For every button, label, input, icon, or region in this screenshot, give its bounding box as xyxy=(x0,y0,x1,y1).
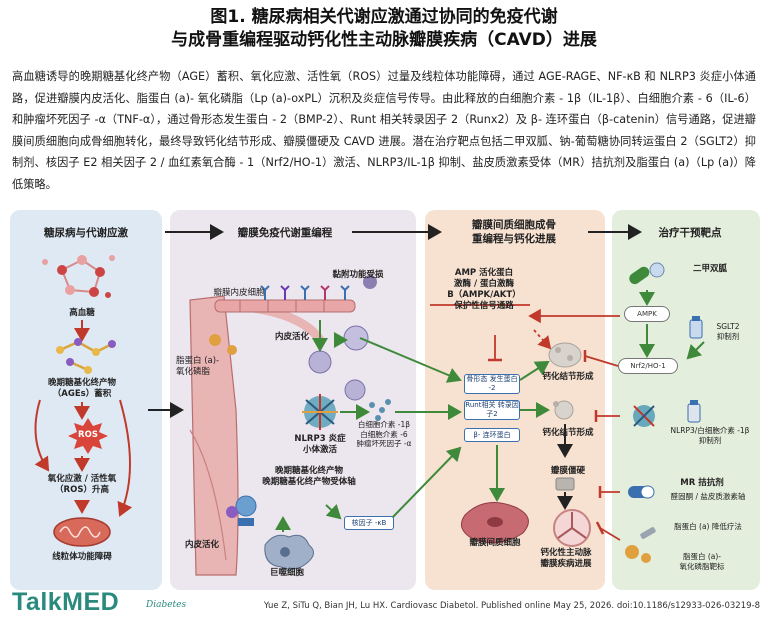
label-nlrp3-inhibitor: NLRP3/白细胞介素 -1β 抑制剂 xyxy=(670,426,750,445)
ros-burst-icon xyxy=(68,418,108,454)
ampk-box: AMPK xyxy=(624,306,670,322)
citation: Yue Z, SiTu Q, Bian JH, Lu HX. Cardiovas… xyxy=(263,601,760,611)
label-age-rage-axis: 晚期糖基化终产物 晚期糖基化终产物受体轴 xyxy=(262,466,356,487)
label-aldosterone-axis: 醛固酮 / 盐皮质激素轴 xyxy=(670,492,746,501)
interstitial-cell-icon xyxy=(460,502,529,544)
label-ampk-akt: AMP 活化蛋白 激酶 / 蛋白激酶 B（AMPK/AKT） 保护性信号通路 xyxy=(447,268,521,311)
panel4-title: 治疗干预靶点 xyxy=(658,227,722,239)
label-lpa-oxpl: 脂蛋白 (a)- 氧化磷脂 xyxy=(176,356,220,377)
label-cavd-progression: 钙化性主动脉 瓣膜疾病进展 xyxy=(540,548,592,569)
lpa-particle-icon xyxy=(209,334,221,346)
label-ages: 晚期糖基化终产物 （AGEs）蓄积 xyxy=(47,378,116,399)
panel1-title: 糖尿病与代谢应激 xyxy=(44,227,128,239)
label-endothelial-cells: 瓣膜内皮细胞 xyxy=(213,288,265,298)
ros-badge: ROS xyxy=(78,430,98,440)
adhesion-molecules-icon xyxy=(260,285,350,300)
injection-vial-icon xyxy=(687,400,701,423)
figure-summary: 高血糖诱导的晚期糖基化终产物（AGE）蓄积、氧化应激、活性氧（ROS）过量及线粒… xyxy=(12,70,756,191)
label-endothelial-activation: 内皮活化 xyxy=(274,332,309,342)
monocyte-icon xyxy=(363,275,377,289)
nfkb-box: 核因子 -κB xyxy=(344,516,394,530)
calcified-nodule-icon xyxy=(548,342,582,368)
label-lpa-lowering: 脂蛋白 (a) 降低疗法 xyxy=(674,522,742,531)
ages-molecule-icon xyxy=(56,338,116,374)
endothelial-layer-icon xyxy=(214,299,356,313)
label-valve-stiffness: 瓣膜僵硬 xyxy=(550,466,585,476)
label-mitochondrial-dysfunction: 线粒体功能障碍 xyxy=(52,552,112,562)
runx2-box: Runt相关 转录因子2 xyxy=(464,400,520,420)
aortic-valve-icon xyxy=(553,509,591,547)
label-metformin: 二甲双胍 xyxy=(692,264,727,274)
nlrp3-inhibitor-icon xyxy=(633,405,655,427)
metformin-capsule-icon xyxy=(629,262,665,285)
rage-receptor-icon xyxy=(226,495,257,526)
nlrp3-inflammasome-icon xyxy=(302,394,338,430)
label-mr-antagonist: MR 拮抗剂 xyxy=(680,478,724,488)
talkmed-logo: TalkMED xyxy=(12,588,120,616)
sglt2-vial-icon xyxy=(689,316,703,339)
label-vic: 瓣膜间质细胞 xyxy=(469,538,521,548)
immune-cell-icon xyxy=(308,350,332,374)
bmp2-box: 骨形态 发生蛋白 -2 xyxy=(464,374,520,394)
label-macrophage: 巨噬细胞 xyxy=(269,568,304,578)
mitochondria-icon xyxy=(53,517,111,547)
label-endothelial-activation-2: 内皮活化 xyxy=(184,540,219,550)
diabetes-tagline: Diabetes xyxy=(146,600,187,610)
label-calcification: 钙化结节形成 xyxy=(542,428,594,438)
label-lpa-oxpl-target: 脂蛋白 (a)- 氧化磷脂靶标 xyxy=(679,552,725,571)
macrophage-icon xyxy=(264,534,314,570)
lpa-lowering-icon xyxy=(625,527,656,563)
label-nlrp3-activation: NLRP3 炎症 小体激活 xyxy=(294,434,346,455)
beta-catenin-box: β- 连环蛋白 xyxy=(464,428,520,442)
label-nodule-formation: 钙化结节形成 xyxy=(542,372,594,382)
valve-stiffness-icon xyxy=(555,477,575,491)
label-oxidative-stress: 氧化应激 / 活性氧 （ROS）升高 xyxy=(47,474,117,495)
label-sglt2: SGLT2 抑制剂 xyxy=(716,322,740,341)
figure-title: 图1. 糖尿病相关代谢应激通过协同的免疫代谢 与成骨重编程驱动钙化性主动脉瓣膜疾… xyxy=(0,6,768,52)
panel2-title: 瓣膜免疫代谢重编程 xyxy=(237,227,333,239)
mr-antagonist-icon xyxy=(628,485,655,499)
label-cytokines: 白细胞介素 -1β 白细胞介素 -6 肿瘤坏死因子 -α xyxy=(356,420,412,448)
calcification-icon xyxy=(553,400,574,420)
label-adhesion-impaired: 黏附功能受损 xyxy=(332,270,384,280)
title-line-2: 与成骨重编程驱动钙化性主动脉瓣膜疾病（CAVD）进展 xyxy=(171,30,597,50)
label-hyperglycemia: 高血糖 xyxy=(69,308,95,318)
panel3-title: 瓣膜间质细胞成骨 重编程与钙化进展 xyxy=(472,219,556,245)
glucose-molecule-icon xyxy=(42,255,115,298)
title-line-1: 图1. 糖尿病相关代谢应激通过协同的免疫代谢 xyxy=(210,7,558,27)
nrf2-box: Nrf2/HO-1 xyxy=(618,358,678,374)
